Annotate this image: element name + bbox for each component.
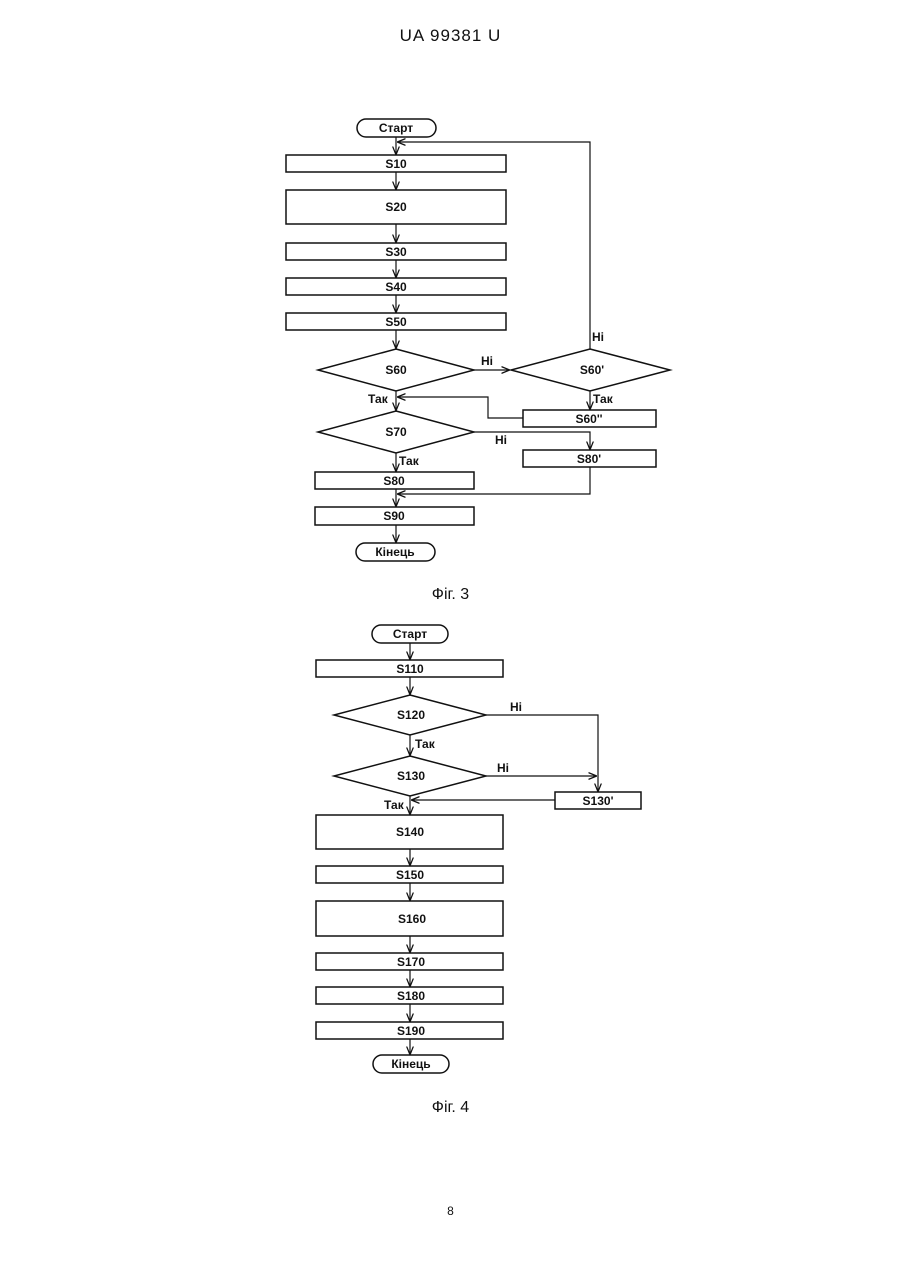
fig4-no-label: Ні bbox=[497, 761, 509, 775]
fig3-yes-label: Так bbox=[368, 392, 389, 406]
fig3-caption: Фіг. 3 bbox=[0, 586, 901, 604]
fig3-s80p-label: S80' bbox=[577, 452, 601, 466]
fig3-s60p-label: S60' bbox=[580, 363, 604, 377]
fig3-yes-label: Так bbox=[399, 454, 420, 468]
fig4-no-label: Ні bbox=[510, 700, 522, 714]
fig3-start-label: Старт bbox=[379, 121, 413, 135]
fig3-s90-label: S90 bbox=[383, 509, 405, 523]
fig3-no-label: Ні bbox=[495, 433, 507, 447]
fig3-end-label: Кінець bbox=[375, 545, 414, 559]
fig4-s140-label: S140 bbox=[396, 825, 424, 839]
fig4-s150-label: S150 bbox=[396, 868, 424, 882]
fig3-yes-label: Так bbox=[593, 392, 614, 406]
fig3-s80-label: S80 bbox=[383, 474, 405, 488]
fig3-s50-label: S50 bbox=[385, 315, 407, 329]
fig3-no-label: Ні bbox=[481, 354, 493, 368]
fig3-s60-label: S60 bbox=[385, 363, 407, 377]
fig3-s20-label: S20 bbox=[385, 200, 407, 214]
fig4-s110-label: S110 bbox=[396, 662, 424, 676]
fig4-s160-label: S160 bbox=[398, 912, 426, 926]
fig4-yes-label: Так bbox=[415, 737, 436, 751]
fig3-s60pp-label: S60'' bbox=[575, 412, 602, 426]
fig3-no-label: Ні bbox=[592, 330, 604, 344]
fig4-yes-label: Так bbox=[384, 798, 405, 812]
page-number: 8 bbox=[0, 1204, 901, 1218]
fig3-arrow-no bbox=[474, 432, 590, 449]
fig4-s170-label: S170 bbox=[397, 955, 425, 969]
fig3-s70-label: S70 bbox=[385, 425, 407, 439]
fig3-s40-label: S40 bbox=[385, 280, 407, 294]
fig4-end-label: Кінець bbox=[391, 1057, 430, 1071]
figure-4: Старт S110 S120 Ні Так S130 Ні S130' bbox=[316, 625, 641, 1073]
fig4-s190-label: S190 bbox=[397, 1024, 425, 1038]
fig4-s130p-label: S130' bbox=[583, 794, 614, 808]
fig3-return-arrow bbox=[398, 397, 523, 418]
figure-3: Старт S10 S20 S30 S40 S50 S60 bbox=[286, 119, 670, 561]
fig4-caption: Фіг. 4 bbox=[0, 1099, 901, 1117]
fig3-s10-label: S10 bbox=[385, 157, 407, 171]
fig4-start-label: Старт bbox=[393, 627, 427, 641]
fig4-arrow-no bbox=[486, 715, 598, 791]
fig4-s180-label: S180 bbox=[397, 989, 425, 1003]
fig4-s130-label: S130 bbox=[397, 769, 425, 783]
fig3-s30-label: S30 bbox=[385, 245, 407, 259]
fig4-s120-label: S120 bbox=[397, 708, 425, 722]
